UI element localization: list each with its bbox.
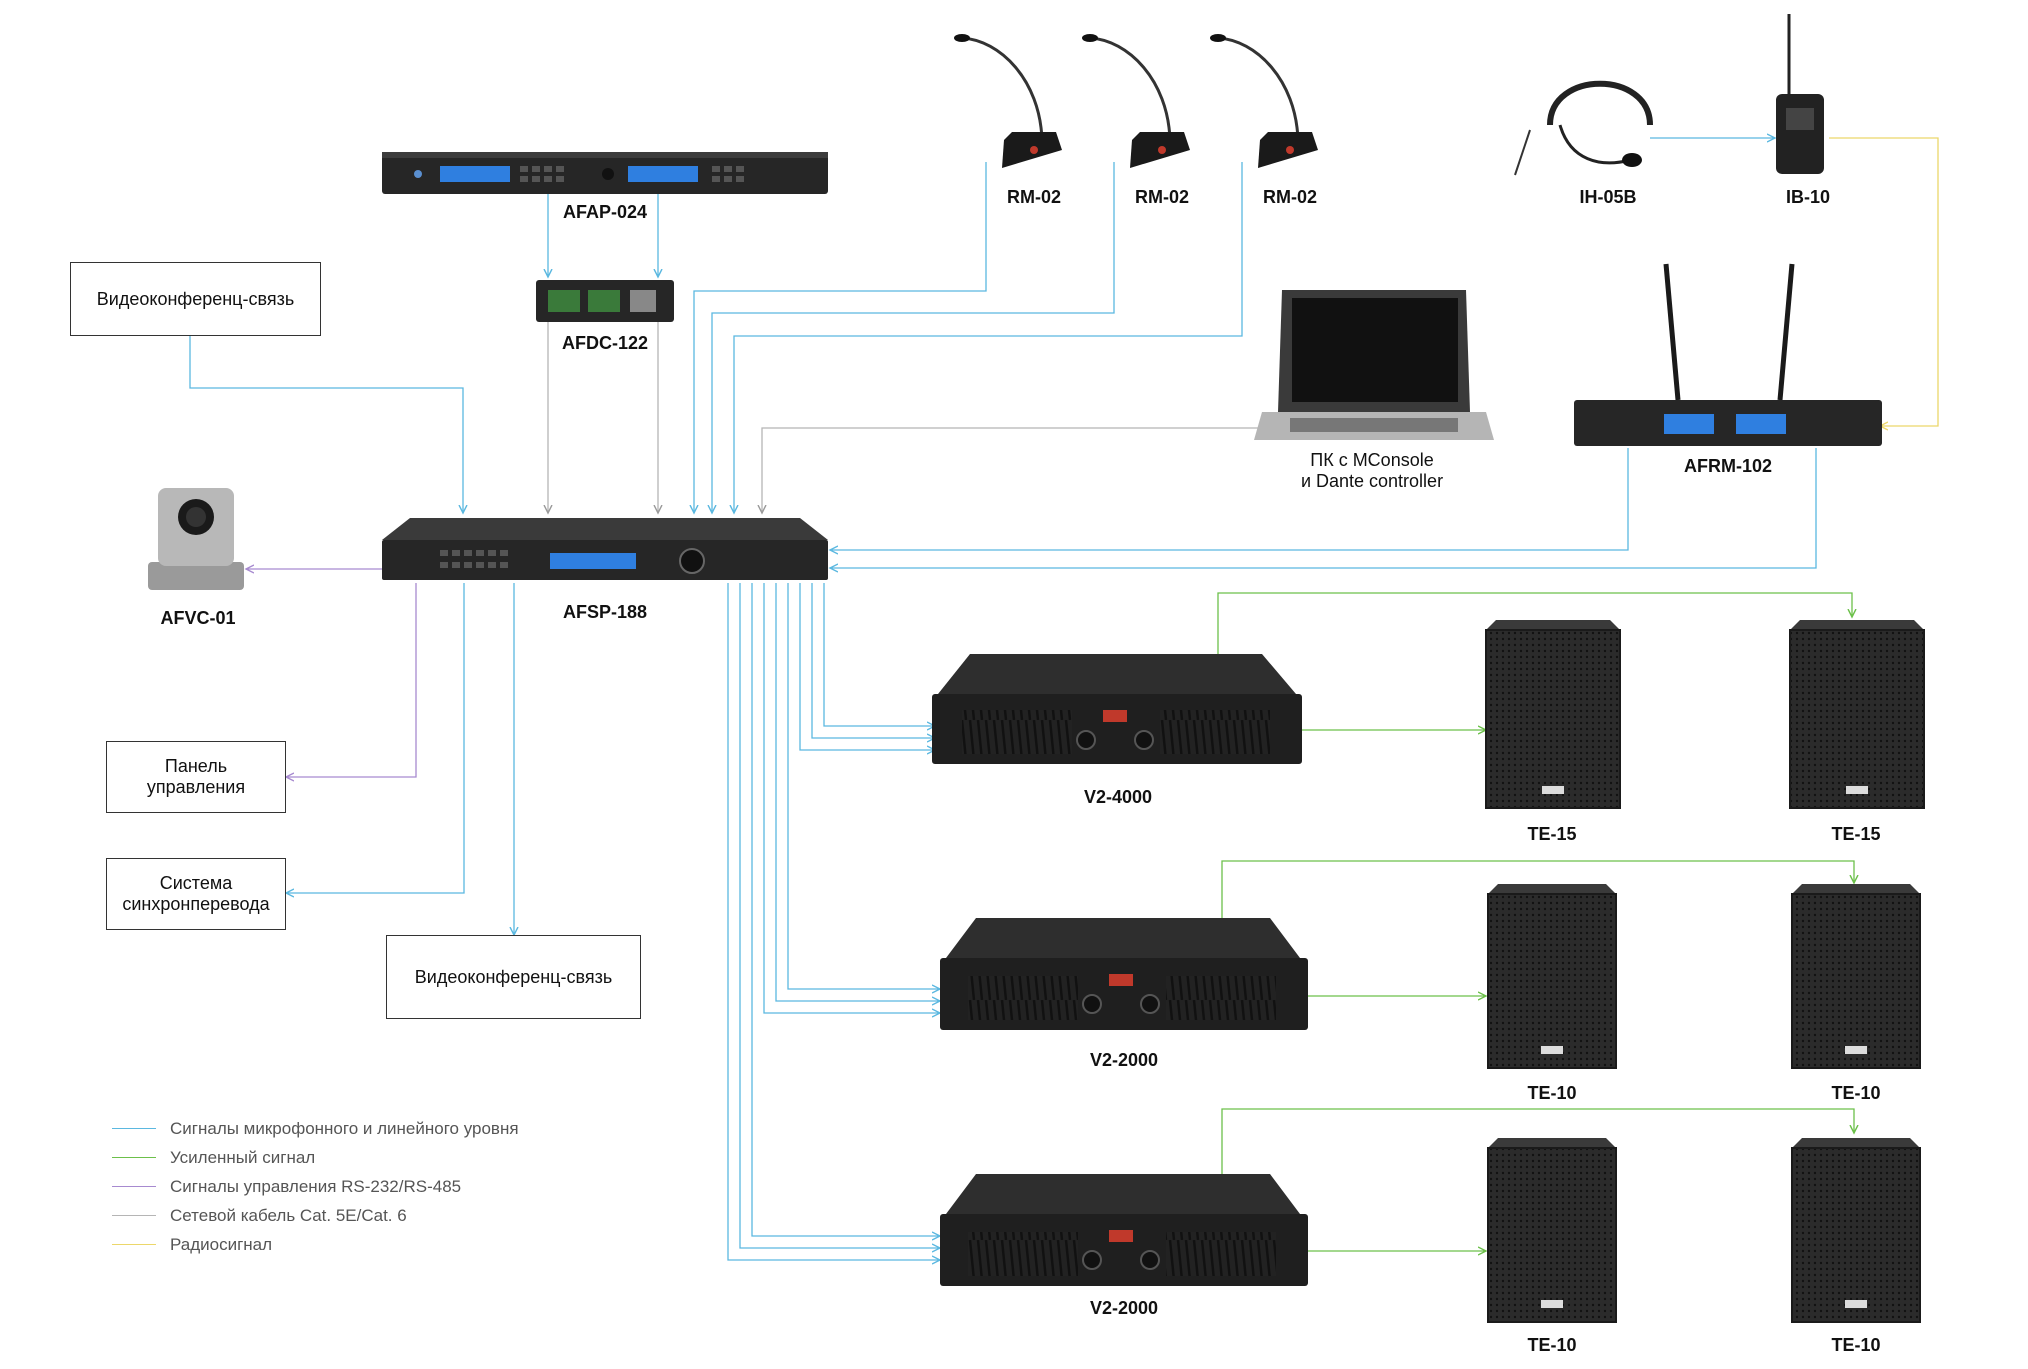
- legend-line-control: [112, 1186, 156, 1187]
- line-pc-afsp: [762, 427, 1262, 513]
- line-afsp-amp1-2: [811, 583, 935, 738]
- sync-translation-box: Система синхронперевода: [106, 858, 286, 930]
- legend-text: Сетевой кабель Cat. 5E/Cat. 6: [170, 1205, 407, 1225]
- spk1b-label: TE-15: [1831, 824, 1881, 844]
- rm2-device: [1082, 34, 1190, 168]
- pc-label-line2: и Dante controller: [1300, 470, 1444, 491]
- ih-device: [1514, 80, 1653, 176]
- legend-line-network: [112, 1215, 156, 1216]
- line-afsp-amp1-3: [799, 583, 935, 750]
- video-conf-box-top: Видеоконференц-связь: [70, 262, 321, 336]
- spk1a-device: [1485, 620, 1621, 809]
- legend-row: Сигналы микрофонного и линейного уровня: [112, 1114, 519, 1143]
- line-afsp-amp2-3: [763, 583, 940, 1013]
- spk3b-device: [1791, 1138, 1921, 1323]
- line-rm2-afsp: [712, 162, 1115, 513]
- amp2-device: [940, 918, 1308, 1030]
- legend-row: Сетевой кабель Cat. 5E/Cat. 6: [112, 1201, 519, 1230]
- line-amp2-spk2b: [1221, 860, 1854, 926]
- video-conf-box-bottom: Видеоконференц-связь: [386, 935, 641, 1019]
- legend-line-radio: [112, 1244, 156, 1245]
- pc-label: ПК с MConsole и Dante controller: [1301, 450, 1443, 491]
- spk3a-label: TE-10: [1527, 1335, 1577, 1355]
- rm3-device: [1210, 34, 1318, 168]
- spk2a-device: [1487, 884, 1617, 1069]
- afdc-label: AFDC-122: [561, 333, 649, 353]
- spk1a-label: TE-15: [1527, 824, 1577, 844]
- pc-label-line1: ПК с MConsole: [1310, 450, 1434, 470]
- ib-label: IB-10: [1785, 187, 1831, 207]
- legend-row: Сигналы управления RS-232/RS-485: [112, 1172, 519, 1201]
- rm2-label: RM-02: [1134, 187, 1190, 207]
- spk3b-label: TE-10: [1831, 1335, 1881, 1355]
- amp2-label: V2-2000: [1089, 1050, 1159, 1070]
- amp1-label: V2-4000: [1083, 787, 1153, 807]
- line-afsp-amp3-1: [751, 583, 940, 1236]
- line-afsp-amp3-3: [727, 583, 940, 1260]
- line-afrm-afsp-2: [830, 448, 1817, 568]
- rm3-label: RM-02: [1262, 187, 1318, 207]
- control-panel-box: Панель управления: [106, 741, 286, 813]
- legend-text: Радиосигнал: [170, 1234, 273, 1254]
- legend-text: Сигналы управления RS-232/RS-485: [170, 1176, 462, 1196]
- afap-device: [382, 152, 828, 194]
- spk2a-label: TE-10: [1527, 1083, 1577, 1103]
- spk2b-label: TE-10: [1831, 1083, 1881, 1103]
- legend-text: Усиленный сигнал: [170, 1147, 316, 1167]
- legend-line-audio: [112, 1128, 156, 1129]
- spk3a-device: [1487, 1138, 1617, 1323]
- pc-device: [1254, 290, 1494, 440]
- rm1-device: [954, 34, 1062, 168]
- legend: Сигналы микрофонного и линейного уровня …: [112, 1114, 519, 1259]
- control-panel-line1: Панель: [164, 756, 228, 777]
- line-afrm-afsp-1: [830, 448, 1629, 550]
- legend-row: Радиосигнал: [112, 1230, 519, 1259]
- video-conf-box-top-text: Видеоконференц-связь: [96, 288, 295, 309]
- line-afsp-amp3-2: [739, 583, 940, 1248]
- control-panel-line2: управления: [146, 777, 246, 797]
- video-conf-box-bottom-text: Видеоконференц-связь: [414, 966, 613, 987]
- afsp-label: AFSP-188: [562, 602, 648, 622]
- amp3-device: [940, 1174, 1308, 1286]
- line-video-afsp: [189, 336, 463, 513]
- ih-label: IH-05B: [1579, 187, 1637, 207]
- line-ib-afrm: [1829, 137, 1939, 426]
- spk2b-device: [1791, 884, 1921, 1069]
- line-amp3-spk3b: [1221, 1108, 1854, 1175]
- line-amp1-spk1b: [1217, 592, 1852, 660]
- sync-translation-line2: синхронперевода: [122, 894, 270, 914]
- rm1-label: RM-02: [1006, 187, 1062, 207]
- legend-text: Сигналы микрофонного и линейного уровня: [170, 1118, 519, 1138]
- afdc-device: [536, 280, 674, 322]
- afrm-label: AFRM-102: [1683, 456, 1773, 476]
- line-rm1-afsp: [694, 162, 987, 513]
- afrm-device: [1574, 263, 1882, 446]
- line-afsp-amp2-1: [787, 583, 940, 989]
- legend-line-amp: [112, 1157, 156, 1158]
- afsp-device: [382, 518, 828, 580]
- legend-row: Усиленный сигнал: [112, 1143, 519, 1172]
- spk1b-device: [1789, 620, 1925, 809]
- afvc-device: [148, 488, 244, 590]
- ib-device: [1776, 14, 1824, 174]
- line-rm3-afsp: [734, 162, 1243, 513]
- afvc-label: AFVC-01: [160, 608, 236, 628]
- amp3-label: V2-2000: [1089, 1298, 1159, 1318]
- line-afsp-amp2-2: [775, 583, 940, 1001]
- line-afsp-amp1-1: [823, 583, 935, 726]
- sync-translation-line1: Система: [159, 873, 233, 894]
- line-afsp-sync: [286, 583, 465, 893]
- amp1-device: [932, 654, 1302, 764]
- afap-label: AFAP-024: [562, 202, 648, 222]
- line-afsp-panel: [286, 583, 417, 777]
